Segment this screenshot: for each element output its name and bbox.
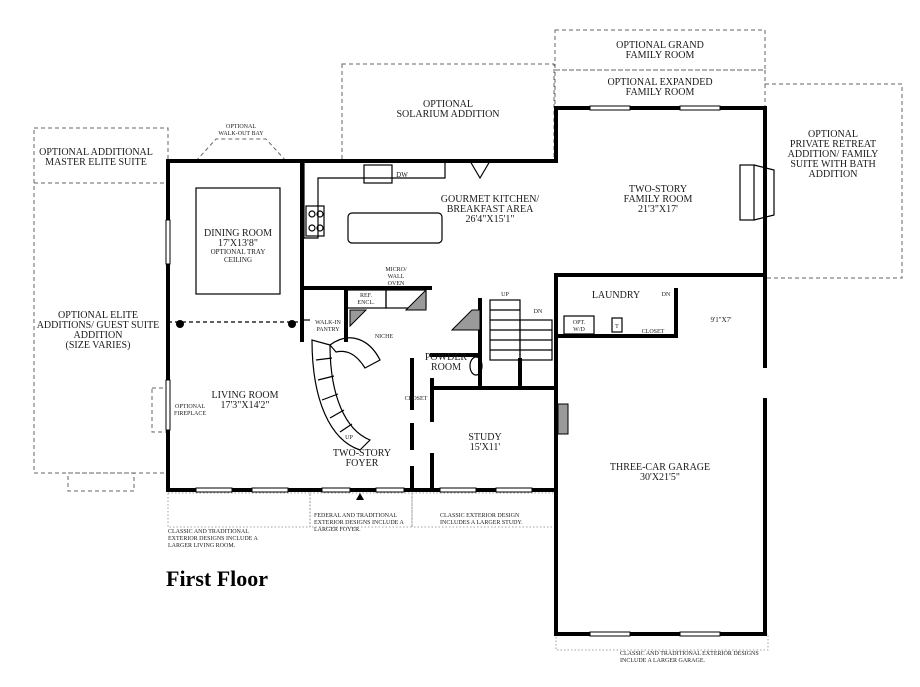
mudroom-size-label: 9'1"X7' — [711, 316, 732, 324]
windows — [165, 105, 721, 637]
washer-dryer-label: OPT.W/D — [573, 320, 586, 333]
walkout-bay-outline — [195, 138, 287, 162]
grand-family-room-outline — [554, 29, 766, 71]
garage-extension — [555, 633, 769, 651]
laundry-closet-label: CLOSET — [642, 329, 665, 335]
foyer-extension — [309, 492, 413, 528]
foyer-closet-label: CLOSET — [405, 396, 428, 402]
ref-enclosure-label: REF.ENCL. — [357, 293, 375, 306]
stair-down-label: DN — [534, 309, 543, 315]
spiral-stair-up-label: UP — [345, 435, 353, 441]
stair-up-label: UP — [501, 292, 509, 298]
laundry-down-label: DN — [662, 292, 671, 298]
optional-fireplace-outline — [151, 387, 171, 433]
optional-additions-outlines — [33, 29, 903, 651]
living-room-extension — [167, 492, 311, 528]
dishwasher-label: DW — [396, 171, 408, 179]
kitchen-fixtures — [195, 160, 775, 295]
tub-label: T — [615, 324, 619, 330]
core-fixtures — [176, 288, 623, 500]
entry-marker — [356, 493, 364, 500]
garage-note: CLASSIC AND TRADITIONAL EXTERIOR DESIGNS… — [620, 651, 759, 664]
private-retreat-addition-outline — [764, 83, 903, 279]
elite-addition-bump — [67, 472, 135, 492]
floor-title: First Floor — [166, 566, 268, 591]
elite-suite-addition-outline — [33, 127, 169, 474]
laundry-label: LAUNDRY — [592, 290, 640, 301]
niche-label: NICHE — [375, 334, 394, 340]
